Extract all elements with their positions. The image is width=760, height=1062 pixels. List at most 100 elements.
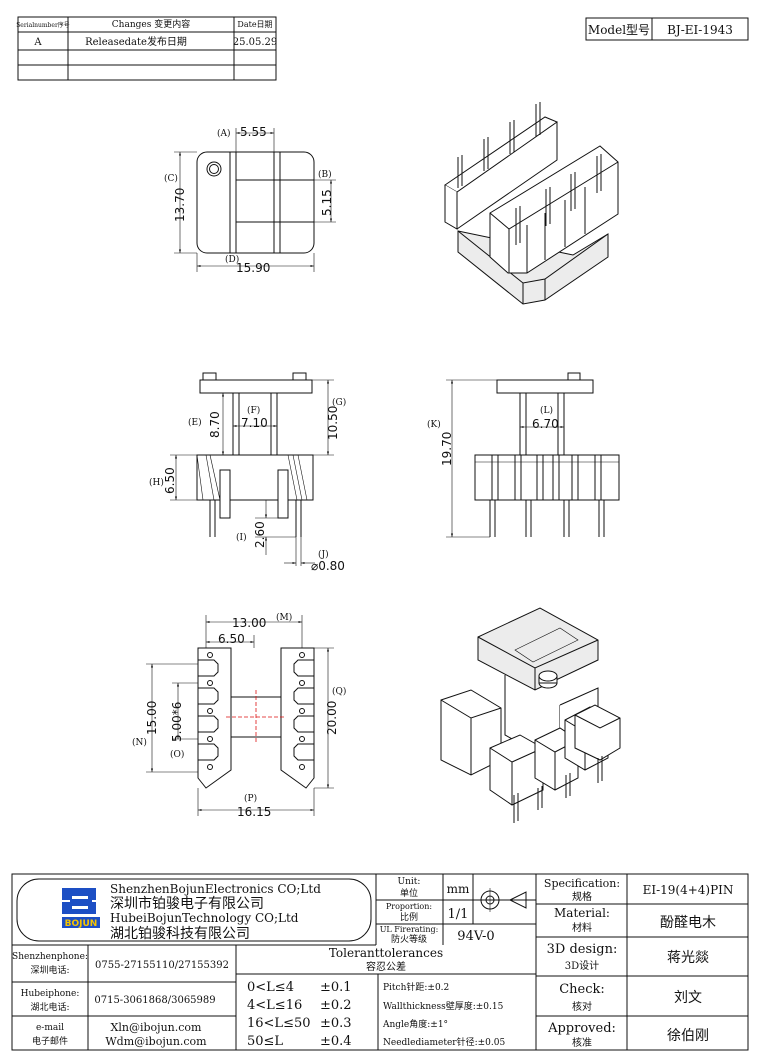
serial-header: Serialnumber序号 bbox=[16, 21, 70, 29]
dim-M-label: (M) bbox=[276, 612, 292, 623]
unit-label-cn: 单位 bbox=[400, 887, 418, 899]
unit-label-en: Unit: bbox=[398, 877, 421, 887]
dim-G-label: (G) bbox=[332, 397, 346, 408]
dim-L-value: 6.70 bbox=[532, 417, 559, 431]
design-label-en: 3D design: bbox=[547, 942, 618, 957]
date-header: Date日期 bbox=[237, 20, 272, 29]
check-value: 刘文 bbox=[674, 990, 702, 1006]
dim-H-label: (H) bbox=[149, 477, 164, 488]
ul-value: 94V-0 bbox=[457, 929, 494, 944]
tol-title-en: Toleranttolerances bbox=[329, 946, 443, 960]
tol-needle: Needlediameter针径:±0.05 bbox=[383, 1036, 505, 1048]
check-label-cn: 核对 bbox=[572, 1000, 592, 1013]
email-1: Xln@ibojun.com bbox=[111, 1021, 202, 1034]
logo-text: BOJUN bbox=[65, 919, 98, 929]
dim-B-label: (B) bbox=[318, 169, 332, 180]
approved-label-cn: 核准 bbox=[572, 1036, 592, 1049]
dim-B-value: 5.15 bbox=[320, 189, 334, 216]
dim-K-label: (K) bbox=[427, 419, 441, 430]
side-view: (K) 19.70 (L) 6.70 bbox=[427, 372, 620, 538]
tol-title-cn: 容忍公差 bbox=[366, 960, 406, 973]
design-value: 蒋光燚 bbox=[667, 950, 709, 966]
material-label-en: Material: bbox=[554, 906, 610, 920]
dim-Q-label: (Q) bbox=[332, 686, 346, 697]
proportion-label-en: Proportion: bbox=[386, 902, 432, 911]
dim-A-label: (A) bbox=[217, 128, 231, 139]
dim-F-label: (F) bbox=[247, 405, 260, 416]
tol-value-2: ±0.2 bbox=[320, 998, 352, 1013]
model-value: BJ-EI-1943 bbox=[667, 23, 733, 37]
shenzhen-label-cn: 深圳电话: bbox=[30, 964, 69, 976]
dim-I-label: (I) bbox=[236, 532, 247, 543]
dim-O-label: (O) bbox=[170, 749, 184, 760]
design-label-cn: 3D设计 bbox=[565, 959, 599, 972]
proportion-value: 1/1 bbox=[448, 907, 469, 922]
company-logo: BOJUN bbox=[62, 888, 100, 929]
tol-range-4: 50≤L bbox=[247, 1034, 283, 1049]
dim-M2-value: 6.50 bbox=[218, 632, 245, 646]
dim-L-label: (L) bbox=[540, 405, 553, 416]
tol-value-3: ±0.3 bbox=[320, 1016, 352, 1031]
approved-label-en: Approved: bbox=[547, 1021, 616, 1036]
tol-pitch: Pitch针距:±0.2 bbox=[383, 981, 449, 993]
projection-symbol-icon bbox=[478, 888, 527, 912]
dim-J-value: ⌀0.80 bbox=[311, 559, 345, 573]
shenzhen-label-en: Shenzhenphone: bbox=[12, 952, 88, 962]
dim-P-label: (P) bbox=[244, 793, 257, 804]
tol-angle: Angle角度:±1° bbox=[382, 1018, 448, 1030]
front-view: (E) 8.70 (F) 7.10 (G) 10.50 (H) 6.50 (I)… bbox=[149, 372, 346, 573]
revision-changes: Releasedate发布日期 bbox=[85, 35, 187, 48]
tol-value-4: ±0.4 bbox=[320, 1034, 352, 1049]
proportion-label-cn: 比例 bbox=[400, 911, 418, 923]
dim-H-value: 6.50 bbox=[163, 467, 177, 494]
company-en-1: ShenzhenBojunElectronics CO;Ltd bbox=[110, 882, 321, 896]
dim-F-value: 7.10 bbox=[241, 416, 268, 430]
isometric-view-top bbox=[444, 102, 619, 305]
hubei-phone: 0715-3061868/3065989 bbox=[94, 995, 215, 1006]
material-value: 酚醛电木 bbox=[660, 915, 716, 931]
dim-G-value: 10.50 bbox=[326, 406, 340, 440]
top-view: (A) 5.55 (B) 5.15 (C) 13.70 (D) 15.90 bbox=[164, 125, 336, 275]
dim-C-value: 13.70 bbox=[173, 188, 187, 222]
dim-N-label: (N) bbox=[132, 737, 147, 748]
model-box: Model型号 BJ-EI-1943 bbox=[585, 17, 749, 41]
dim-D-value: 15.90 bbox=[236, 261, 270, 275]
spec-label-cn: 规格 bbox=[572, 890, 592, 903]
email-label-en: e-mail bbox=[36, 1023, 64, 1033]
dim-I-value: 2.60 bbox=[253, 521, 267, 548]
spec-value: EI-19(4+4)PIN bbox=[643, 883, 734, 897]
dim-D-label: (D) bbox=[225, 254, 239, 265]
shenzhen-phone: 0755-27155110/27155392 bbox=[95, 960, 229, 971]
company-cn-2: 湖北铂骏科技有限公司 bbox=[110, 926, 250, 942]
hubei-label-en: Hubeiphone: bbox=[21, 989, 80, 999]
isometric-view-bottom bbox=[440, 607, 621, 823]
dim-O-value: 5.00*6 bbox=[170, 702, 184, 742]
material-label-cn: 材料 bbox=[572, 921, 592, 934]
dim-E-value: 8.70 bbox=[208, 411, 222, 438]
tol-value-1: ±0.1 bbox=[320, 980, 352, 995]
dim-Q-value: 20.00 bbox=[325, 701, 339, 735]
email-2: Wdm@ibojun.com bbox=[105, 1035, 207, 1048]
bottom-view: (M) 13.00 6.50 (N) 15.00 (O) 5.00*6 (P) … bbox=[132, 612, 346, 819]
model-label: Model型号 bbox=[588, 23, 650, 37]
revision-date: 25.05.29 bbox=[233, 37, 278, 48]
tol-range-3: 16<L≤50 bbox=[247, 1016, 311, 1031]
company-en-2: HubeiBojunTechnology CO;Ltd bbox=[110, 911, 299, 925]
dim-M-value: 13.00 bbox=[232, 616, 266, 630]
tol-range-1: 0<L≤4 bbox=[247, 980, 294, 995]
tol-wall: Wallthickness壁厚度:±0.15 bbox=[383, 1000, 504, 1012]
revision-serial: A bbox=[33, 37, 42, 48]
title-block: BOJUN ShenzhenBojunElectronics CO;Ltd 深圳… bbox=[11, 873, 749, 1051]
tol-range-2: 4<L≤16 bbox=[247, 998, 302, 1013]
unit-value: mm bbox=[447, 882, 470, 896]
dim-P-value: 16.15 bbox=[237, 805, 271, 819]
dim-J-label: (J) bbox=[318, 549, 329, 560]
check-label-en: Check: bbox=[559, 982, 605, 997]
dim-E-label: (E) bbox=[188, 417, 202, 428]
hubei-label-cn: 湖北电话: bbox=[30, 1001, 69, 1013]
company-cn-1: 深圳市铂骏电子有限公司 bbox=[110, 895, 264, 912]
approved-value: 徐伯刚 bbox=[667, 1028, 709, 1044]
dim-A-value: 5.55 bbox=[240, 125, 267, 139]
dim-K-value: 19.70 bbox=[440, 432, 454, 466]
